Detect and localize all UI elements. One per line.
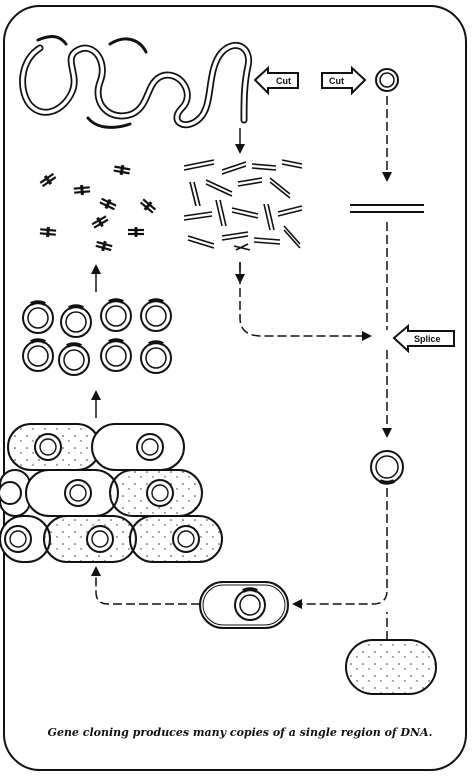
opened-plasmid: [350, 204, 424, 213]
plasmid-circle: [375, 68, 399, 92]
gene-copies: [39, 164, 157, 252]
plasmid-grid-inserts: [30, 298, 164, 348]
colony-plasmids: [0, 433, 200, 553]
diagram-caption: Gene cloning produces many copies of a s…: [47, 726, 433, 739]
splice-arrow: Splice: [392, 323, 455, 354]
diagram-frame: [3, 5, 467, 771]
flow-paths: [91, 222, 392, 640]
splice-label: Splice: [414, 334, 441, 344]
cut-arrow-right: Cut: [321, 65, 367, 96]
genomic-dna-coil: [19, 35, 253, 129]
transformed-bacterium: [199, 581, 289, 629]
cut-label-left: Cut: [276, 76, 291, 86]
cut-arrow-left: Cut: [253, 65, 299, 96]
cut-label-right: Cut: [329, 76, 344, 86]
plasmid-grid: [22, 300, 172, 376]
recombinant-plasmid: [370, 450, 404, 485]
dna-fragments: [183, 159, 303, 251]
host-bacterium: [345, 639, 437, 695]
